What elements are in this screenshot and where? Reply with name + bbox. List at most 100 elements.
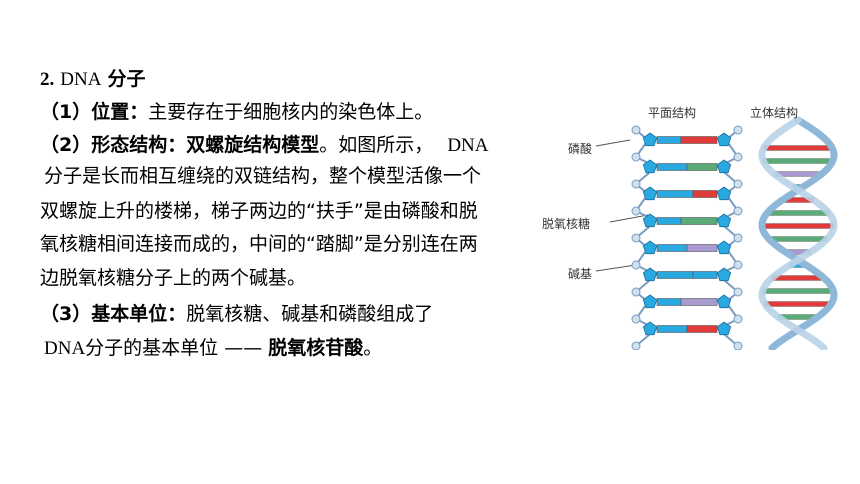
base-right xyxy=(686,325,718,333)
item2-dna: DNA xyxy=(447,135,489,156)
item2-label: 形态结构： xyxy=(91,134,187,156)
helix-base-pair xyxy=(768,236,828,242)
sugar-left xyxy=(642,132,658,147)
phosphate-right xyxy=(733,152,743,162)
helix-base-pair xyxy=(766,210,830,216)
double-helix xyxy=(758,116,838,352)
base-right xyxy=(680,136,718,144)
helix-strand-b xyxy=(758,116,838,352)
sugar-left xyxy=(642,159,658,174)
phosphate-left xyxy=(631,152,641,162)
sugar-right xyxy=(716,159,732,174)
sugar-left xyxy=(642,321,658,336)
item3-label: 基本单位： xyxy=(91,303,187,325)
sugar-left xyxy=(642,267,658,282)
item2-line5: 边脱氧核糖分子上的两个碱基。 xyxy=(40,267,307,289)
phosphate-right xyxy=(733,287,743,297)
phosphate-left xyxy=(631,314,641,324)
base-right xyxy=(680,217,718,225)
sugar-left xyxy=(642,240,658,255)
phosphate-left xyxy=(631,233,641,243)
base-left xyxy=(656,136,682,144)
item-structure-line1: （2）形态结构：双螺旋结构模型。如图所示， DNA xyxy=(40,133,489,158)
item2-line4: 氧核糖相间连接而成的，中间的“踏脚”是分别连在两 xyxy=(40,233,478,255)
item3-text: 脱氧核糖、碱基和磷酸组成了 xyxy=(186,303,434,325)
item1-label: 位置： xyxy=(91,101,149,123)
item3-line2-text: 分子的基本单位 xyxy=(85,337,219,359)
dna-figure: 平面结构 立体结构 磷酸 脱氧核糖 碱基 xyxy=(542,100,860,352)
base-left xyxy=(656,298,682,306)
helix-base-pair xyxy=(761,223,835,229)
item-unit-line1: （3）基本单位：脱氧核糖、碱基和磷酸组成了 xyxy=(40,302,433,326)
base-right xyxy=(692,271,718,279)
base-left xyxy=(656,325,688,333)
base-right xyxy=(680,298,718,306)
sugar-left xyxy=(642,213,658,228)
item3-end: 。 xyxy=(363,337,383,359)
sugar-right xyxy=(716,213,732,228)
item-unit-line2: DNA分子的基本单位 —— 脱氧核苷酸。 xyxy=(44,336,382,361)
item3-dash: —— xyxy=(224,337,263,359)
base-left xyxy=(656,163,688,171)
item1-marker: （1） xyxy=(40,101,92,123)
phosphate-right xyxy=(733,233,743,243)
section-title: 分子 xyxy=(107,68,146,90)
helix-base-pair xyxy=(764,301,832,307)
base-right xyxy=(686,244,718,252)
item2-marker: （2） xyxy=(40,134,92,156)
label-base: 碱基 xyxy=(568,267,593,281)
base-left xyxy=(656,271,694,279)
helix-strand-a xyxy=(758,116,838,352)
phosphate-left xyxy=(631,260,641,270)
item3-marker: （3） xyxy=(40,303,92,325)
base-left xyxy=(656,244,688,252)
sugar-left xyxy=(642,186,658,201)
item2-text-a: 。如图所示， xyxy=(319,134,434,156)
sugar-right xyxy=(716,294,732,309)
item1-text: 主要存在于细胞核内的染色体上。 xyxy=(148,101,434,123)
phosphate-right xyxy=(733,314,743,324)
phosphate-right xyxy=(733,341,743,351)
phosphate-left xyxy=(631,206,641,216)
sugar-left xyxy=(642,294,658,309)
section-dna: DNA xyxy=(60,69,102,90)
label-3d-structure: 立体结构 xyxy=(750,106,799,120)
flat-structure xyxy=(631,125,743,351)
phosphate-left xyxy=(631,341,641,351)
base-left xyxy=(656,190,694,198)
item3-dna: DNA xyxy=(44,338,86,359)
item-position: （1）位置：主要存在于细胞核内的染色体上。 xyxy=(40,100,433,124)
phosphate-left xyxy=(631,125,641,135)
sugar-right xyxy=(716,186,732,201)
base-left xyxy=(656,217,682,225)
phosphate-right xyxy=(733,179,743,189)
label-phosphate: 磷酸 xyxy=(568,142,593,156)
helix-base-pair xyxy=(771,275,825,281)
sugar-right xyxy=(716,240,732,255)
item3-bold-term: 脱氧核苷酸 xyxy=(268,337,364,359)
pointer-base xyxy=(595,264,637,272)
dna-diagram xyxy=(595,116,838,352)
phosphate-right xyxy=(733,260,743,270)
sugar-right xyxy=(716,267,732,282)
section-number: 2. xyxy=(40,69,55,90)
phosphate-right xyxy=(733,125,743,135)
label-deoxyribose: 脱氧核糖 xyxy=(542,217,591,231)
helix-base-pair xyxy=(762,288,834,294)
section-heading: 2. DNA 分子 xyxy=(40,67,146,92)
item2-bold-text: 双螺旋结构模型 xyxy=(186,134,320,156)
phosphate-left xyxy=(631,287,641,297)
sugar-right xyxy=(716,132,732,147)
phosphate-right xyxy=(733,206,743,216)
pointer-deoxyribose xyxy=(609,214,649,223)
phosphate-left xyxy=(631,179,641,189)
helix-base-pair xyxy=(763,145,833,151)
item2-line3: 双螺旋上升的楼梯，梯子两边的“扶手”是由磷酸和脱 xyxy=(40,200,478,222)
base-right xyxy=(686,163,718,171)
item2-line2: 分子是长而相互缠绕的双链结构，整个模型活像一个 xyxy=(44,165,482,187)
label-flat-structure: 平面结构 xyxy=(648,106,697,120)
helix-base-pair xyxy=(763,158,833,164)
base-right xyxy=(692,190,718,198)
sugar-right xyxy=(716,321,732,336)
pointer-phosphate xyxy=(595,139,631,147)
